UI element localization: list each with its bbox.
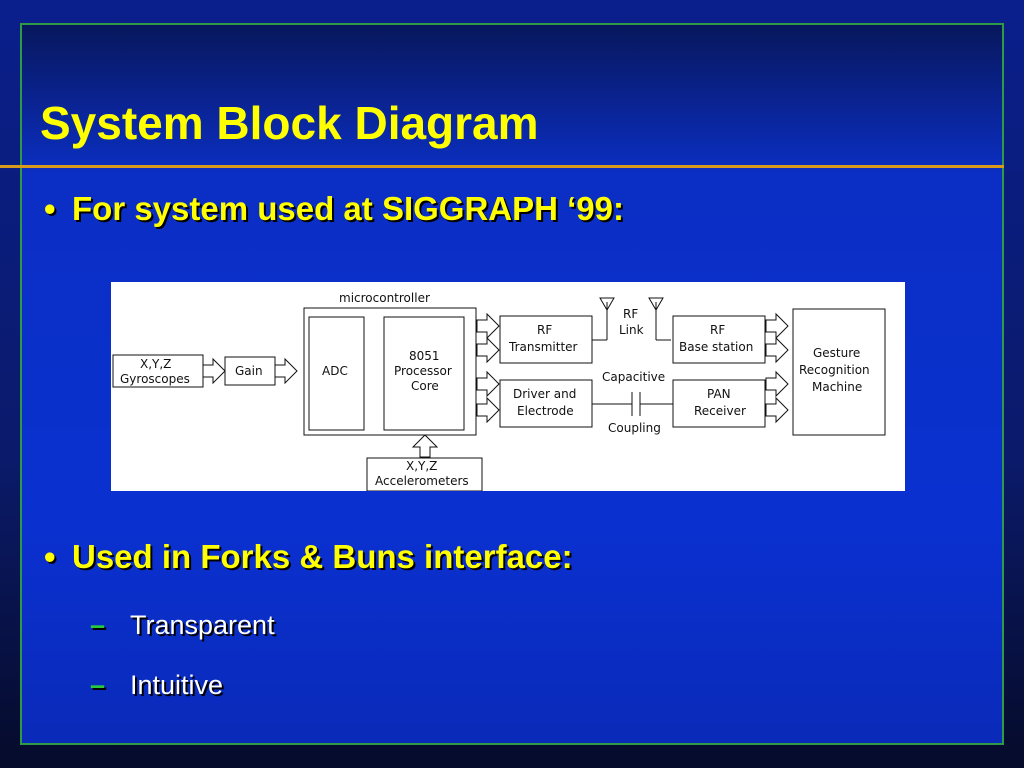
- svg-text:Gain: Gain: [235, 364, 263, 378]
- svg-text:Machine: Machine: [812, 380, 862, 394]
- sub-bullet-marker: –: [90, 610, 106, 640]
- arrow-to-rf-transmitter-1: [476, 313, 500, 339]
- svg-text:Accelerometers: Accelerometers: [375, 474, 469, 488]
- svg-text:Recognition: Recognition: [799, 363, 870, 377]
- processor-block: 8051 Processor Core: [383, 316, 465, 431]
- bullet-text: Used in Forks & Buns interface:: [72, 538, 573, 575]
- capacitive-label: Capacitive: [602, 370, 665, 384]
- svg-text:ADC: ADC: [322, 364, 348, 378]
- svg-text:Transmitter: Transmitter: [508, 340, 578, 354]
- svg-text:Driver and: Driver and: [513, 387, 576, 401]
- antenna-transmitter-icon: [592, 297, 615, 341]
- arrow-to-driver-2: [476, 397, 500, 423]
- bullet-text: For system used at SIGGRAPH ‘99:: [72, 190, 624, 227]
- svg-text:X,Y,Z: X,Y,Z: [140, 357, 171, 371]
- sub-bullet-intuitive: – Intuitive: [90, 670, 223, 701]
- accelerometers-block: X,Y,Z Accelerometers: [366, 457, 483, 492]
- gain-block: Gain: [224, 356, 276, 386]
- svg-text:PAN: PAN: [707, 387, 731, 401]
- arrow-gyro-to-gain: [202, 358, 226, 384]
- slide-title: System Block Diagram: [40, 97, 539, 149]
- arrow-to-gesture-2: [765, 337, 789, 363]
- arrow-gain-to-adc: [274, 358, 298, 384]
- arrow-to-gesture-3: [765, 371, 789, 397]
- arrow-to-gesture-1: [765, 313, 789, 339]
- coupling-label: Coupling: [608, 421, 661, 435]
- svg-text:Gyroscopes: Gyroscopes: [120, 372, 190, 386]
- arrow-to-driver-1: [476, 371, 500, 397]
- adc-block: ADC: [308, 316, 365, 431]
- svg-text:Receiver: Receiver: [694, 404, 746, 418]
- microcontroller-box: [303, 307, 477, 436]
- arrow-accel-to-processor: [411, 434, 439, 458]
- svg-text:8051: 8051: [409, 349, 440, 363]
- sub-bullet-transparent: – Transparent: [90, 610, 275, 641]
- gyroscopes-block: X,Y,Z Gyroscopes: [112, 354, 204, 388]
- sub-bullet-marker: –: [90, 670, 106, 700]
- svg-text:X,Y,Z: X,Y,Z: [406, 459, 437, 473]
- bullet-marker: •: [44, 538, 56, 575]
- svg-text:Base station: Base station: [679, 340, 753, 354]
- rf-transmitter-block: RF Transmitter: [499, 315, 593, 364]
- driver-electrode-block: Driver and Electrode: [499, 379, 593, 428]
- svg-text:RF: RF: [537, 323, 552, 337]
- bullet-siggraph: • For system used at SIGGRAPH ‘99:: [44, 190, 624, 228]
- svg-text:Core: Core: [411, 379, 439, 393]
- system-block-diagram: microcontroller X,Y,Z Gyroscopes Gain AD…: [111, 282, 905, 492]
- arrow-to-gesture-4: [765, 397, 789, 423]
- title-rule: [0, 165, 1004, 168]
- sub-bullet-text: Transparent: [130, 610, 275, 640]
- arrow-to-rf-transmitter-2: [476, 337, 500, 363]
- gesture-recognition-block: Gesture Recognition Machine: [792, 308, 886, 436]
- rf-base-station-block: RF Base station: [672, 315, 766, 364]
- bullet-forks-buns: • Used in Forks & Buns interface:: [44, 538, 573, 576]
- microcontroller-label: microcontroller: [339, 291, 430, 305]
- rf-link-label-1: RF: [623, 307, 638, 321]
- bullet-marker: •: [44, 190, 56, 227]
- svg-text:RF: RF: [710, 323, 725, 337]
- rf-link-label-2: Link: [619, 323, 644, 337]
- capacitor-icon: [592, 392, 676, 416]
- svg-text:Electrode: Electrode: [517, 404, 574, 418]
- pan-receiver-block: PAN Receiver: [672, 379, 766, 428]
- svg-text:Gesture: Gesture: [813, 346, 860, 360]
- svg-text:Processor: Processor: [394, 364, 452, 378]
- antenna-base-icon: [648, 297, 671, 341]
- sub-bullet-text: Intuitive: [130, 670, 224, 700]
